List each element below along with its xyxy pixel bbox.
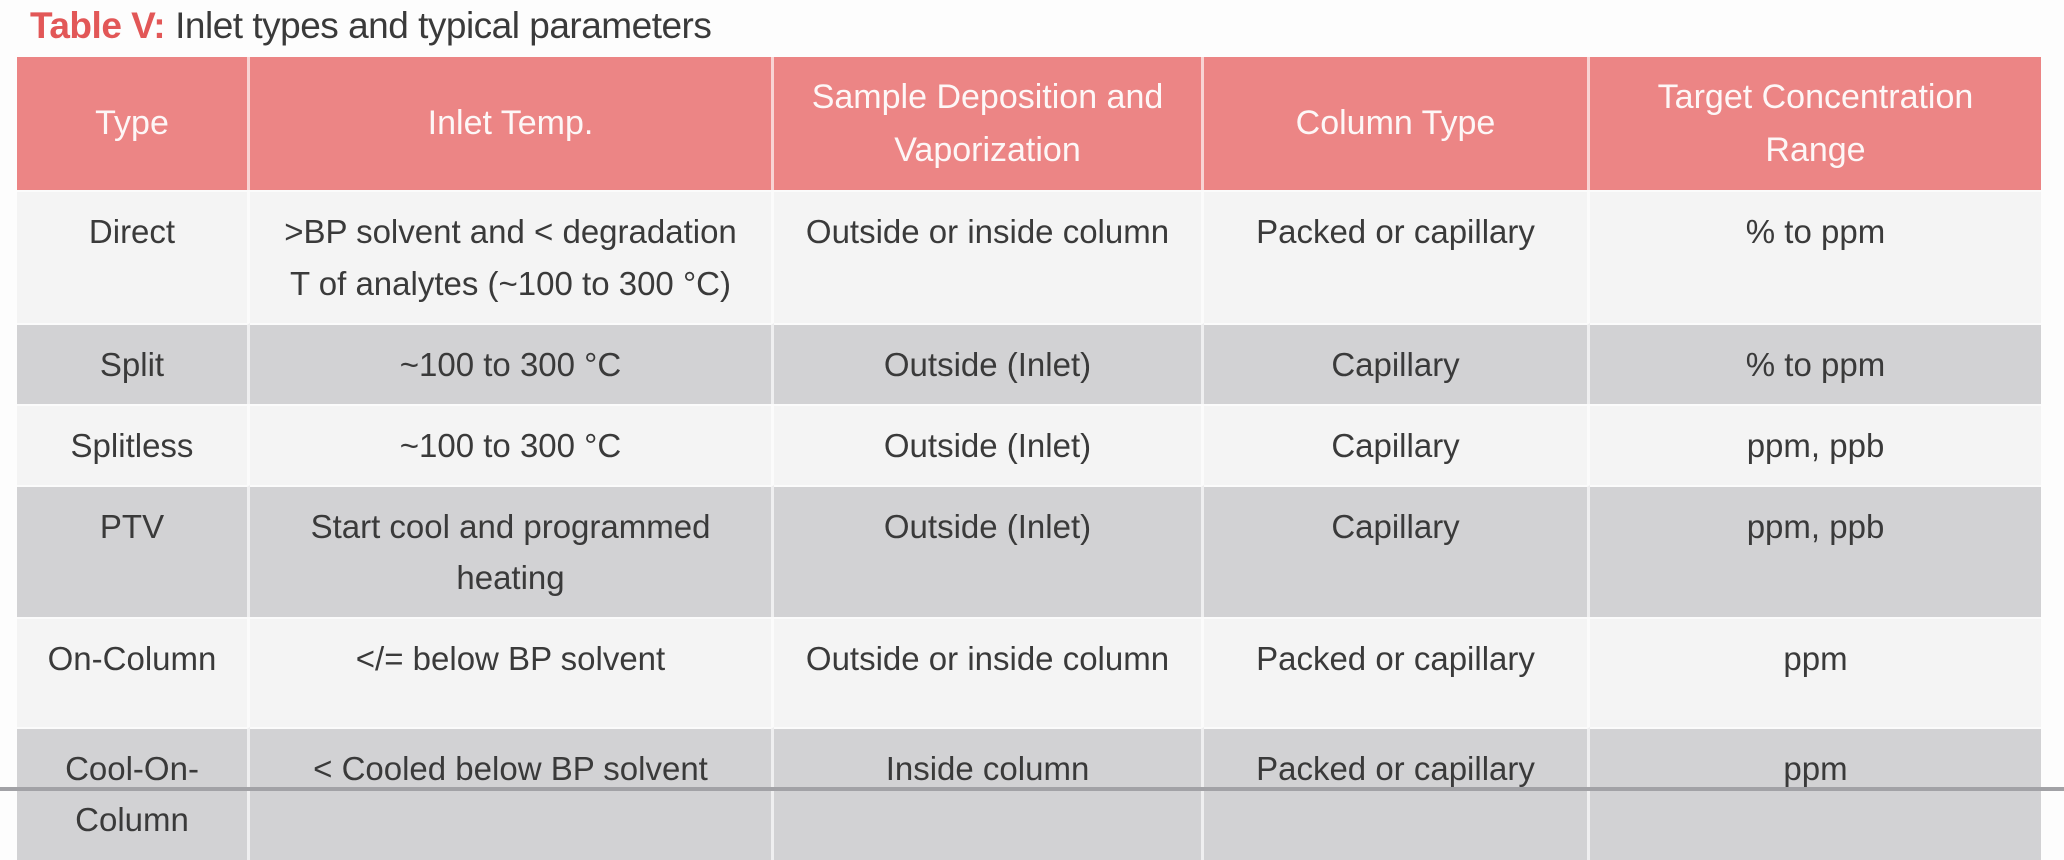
cell-inlet-temp: ~100 to 300 °C	[250, 403, 774, 485]
cell-sample-deposition: Outside (Inlet)	[774, 403, 1204, 485]
cell-column-type: Packed or capillary	[1204, 190, 1590, 323]
table-header-row: Type Inlet Temp. Sample Deposition and V…	[17, 57, 2041, 191]
table-row-split: Split ~100 to 300 °C Outside (Inlet) Cap…	[17, 322, 2041, 404]
cell-inlet-temp: < Cooled below BP solvent	[250, 727, 774, 860]
column-header-inlet-temp: Inlet Temp.	[250, 57, 774, 191]
cell-type: Split	[17, 322, 250, 404]
column-header-column-type: Column Type	[1204, 57, 1590, 191]
cell-column-type: Capillary	[1204, 484, 1590, 618]
cell-sample-deposition: Outside (Inlet)	[774, 322, 1204, 404]
cell-sample-deposition: Outside or inside column	[774, 617, 1204, 728]
cell-sample-deposition: Inside column	[774, 727, 1204, 860]
cell-type: PTV	[17, 484, 250, 618]
cell-type: On-Column	[17, 617, 250, 728]
cell-column-type: Capillary	[1204, 403, 1590, 485]
cell-target-concentration: ppm, ppb	[1590, 403, 2041, 485]
cell-inlet-temp: </= below BP solvent	[250, 617, 774, 728]
cell-target-concentration: % to ppm	[1590, 190, 2041, 323]
cell-target-concentration: % to ppm	[1590, 322, 2041, 404]
cell-target-concentration: ppm	[1590, 727, 2041, 860]
column-header-sample-deposition: Sample Deposition and Vaporization	[774, 57, 1204, 191]
column-header-target-concentration: Target Concentration Range	[1590, 57, 2041, 191]
cell-sample-deposition: Outside (Inlet)	[774, 484, 1204, 618]
cell-target-concentration: ppm, ppb	[1590, 484, 2041, 618]
table-row-direct: Direct >BP solvent and < degradation T o…	[17, 190, 2041, 323]
table-row-on-column: On-Column </= below BP solvent Outside o…	[17, 617, 2041, 728]
cell-inlet-temp: Start cool and programmed heating	[250, 484, 774, 618]
table-row-cool-on-column: Cool-On-Column < Cooled below BP solvent…	[17, 727, 2041, 860]
column-header-type: Type	[17, 57, 250, 191]
table-row-splitless: Splitless ~100 to 300 °C Outside (Inlet)…	[17, 403, 2041, 485]
table-number-label: Table V:	[30, 5, 166, 46]
cell-type: Direct	[17, 190, 250, 323]
cell-type: Splitless	[17, 403, 250, 485]
page-title: Table V:Inlet types and typical paramete…	[30, 5, 712, 47]
cell-column-type: Packed or capillary	[1204, 617, 1590, 728]
table-caption: Inlet types and typical parameters	[175, 5, 712, 46]
table-row-ptv: PTV Start cool and programmed heating Ou…	[17, 484, 2041, 618]
inlet-types-table: Type Inlet Temp. Sample Deposition and V…	[17, 57, 2041, 860]
cell-type: Cool-On-Column	[17, 727, 250, 860]
cell-inlet-temp: ~100 to 300 °C	[250, 322, 774, 404]
cell-column-type: Packed or capillary	[1204, 727, 1590, 860]
bottom-divider	[0, 787, 2064, 791]
cell-column-type: Capillary	[1204, 322, 1590, 404]
cell-sample-deposition: Outside or inside column	[774, 190, 1204, 323]
cell-target-concentration: ppm	[1590, 617, 2041, 728]
cell-inlet-temp: >BP solvent and < degradation T of analy…	[250, 190, 774, 323]
